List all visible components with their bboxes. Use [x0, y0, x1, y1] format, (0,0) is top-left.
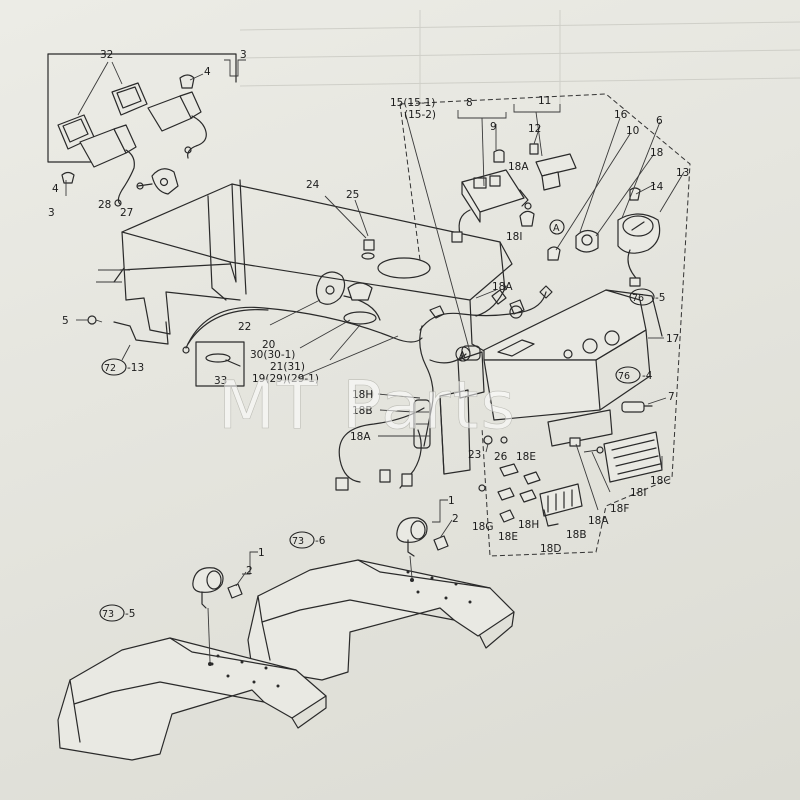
instrument-panel-assembly [399, 93, 691, 557]
callout-16: 16 [614, 109, 628, 121]
callout-18C: 18C [650, 475, 671, 487]
callout-13: 13 [676, 167, 689, 179]
callout-73-6-suffix: -6 [315, 535, 326, 547]
callout-18B-bottom: 18B [566, 529, 587, 541]
callout-32: 32 [100, 49, 113, 61]
callout-18E-top: 18E [516, 451, 536, 463]
callout-30: 30(30-1) [250, 349, 295, 361]
circled-ref-76-5 [629, 288, 655, 306]
work-lamp-assembly [47, 53, 246, 207]
callout-14: 14 [650, 181, 664, 193]
callout-18H-left: 18H [352, 389, 373, 401]
callout-18A-bottom: 18A [588, 515, 609, 527]
callout-5: 5 [62, 315, 69, 327]
connector-ref-A-top: A [553, 223, 560, 234]
callout-22: 22 [238, 321, 251, 333]
callout-28: 28 [98, 199, 111, 211]
connector-ref-A-bottom: A [459, 350, 466, 361]
callout-18D: 18D [540, 543, 561, 555]
callout-26: 26 [494, 451, 508, 463]
callout-33: 33 [214, 375, 227, 387]
callout-11: 11 [538, 95, 551, 107]
callout-18G: 18G [472, 521, 494, 533]
circled-ref-76-4 [615, 366, 641, 384]
callout-18I-right: 18I [630, 487, 646, 499]
callout-2-left: 2 [246, 565, 253, 577]
callout-20: 20 [262, 339, 275, 351]
callout-18I-top: 18I [506, 231, 522, 243]
callout-72: 72 [104, 363, 116, 374]
callout-23: 23 [468, 449, 481, 461]
callout-18F: 18F [610, 503, 629, 515]
callout-1-left: 1 [258, 547, 265, 559]
callout-24: 24 [306, 179, 320, 191]
callout-15-2: (15-2) [404, 109, 436, 121]
callout-4-left: 4 [52, 183, 59, 195]
callout-15: 15(15-1) [390, 97, 435, 109]
fender-holes-left [210, 654, 280, 688]
watermark-text: MT Parts [218, 367, 517, 444]
callout-19: 19(29)(29-1) [252, 373, 319, 385]
callout-17: 17 [666, 333, 679, 345]
callout-labels: 32 3 4 4 3 28 27 5 72 -13 24 25 22 20 30… [48, 49, 689, 622]
callout-2-right: 2 [452, 513, 459, 525]
callout-9: 9 [490, 121, 497, 133]
callout-18A-mid: 18A [492, 281, 513, 293]
callout-76-5: 76 [632, 293, 644, 304]
callout-73-6: 73 [292, 536, 304, 547]
fender-holes [406, 570, 472, 604]
callout-21: 21(31) [270, 361, 305, 373]
wire-harness [335, 285, 553, 491]
callout-76-4-suffix: -4 [642, 370, 653, 382]
callout-73-5: 73 [102, 609, 114, 620]
callout-18B-left: 18B [352, 405, 373, 417]
rear-fenders [57, 499, 515, 761]
callout-18H-bottom: 18H [518, 519, 539, 531]
callout-27: 27 [120, 207, 133, 219]
callout-1-right: 1 [448, 495, 455, 507]
circled-ref-73-5 [99, 604, 125, 622]
callout-8: 8 [466, 97, 473, 109]
callout-73-5-suffix: -5 [125, 608, 135, 620]
callout-6: 6 [656, 115, 663, 127]
callout-76-4: 76 [618, 371, 630, 382]
callout-3-left: 3 [48, 207, 55, 219]
callout-10: 10 [626, 125, 639, 137]
callout-25: 25 [346, 189, 359, 201]
callout-18E-bottom: 18E [498, 531, 518, 543]
callout-18A-top: 18A [508, 161, 529, 173]
hood-and-frame [76, 179, 513, 361]
throttle-cables [182, 195, 423, 387]
callout-12: 12 [528, 123, 541, 135]
circled-ref-73-6 [289, 531, 315, 549]
callout-4-top: 4 [204, 66, 211, 78]
background-ruling [239, 10, 800, 110]
callout-72-suffix: -13 [127, 362, 144, 374]
callout-18: 18 [650, 147, 663, 159]
callout-18A-left: 18A [350, 431, 371, 443]
circled-ref-72 [101, 358, 127, 376]
callout-7: 7 [668, 391, 675, 403]
callout-76-5-suffix: -5 [655, 292, 665, 304]
callout-3-top: 3 [240, 49, 247, 61]
